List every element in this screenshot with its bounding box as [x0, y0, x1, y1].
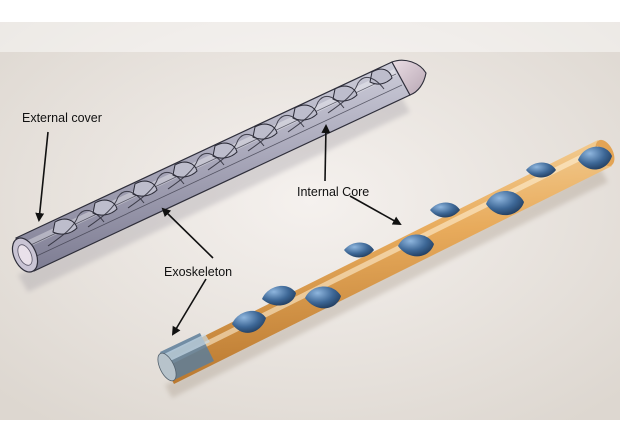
exoskeleton-discs [232, 146, 612, 333]
internal-core-label: Internal Core [297, 185, 369, 199]
internal-core-arrow-down [349, 195, 402, 225]
exoskeleton-label: Exoskeleton [164, 265, 232, 279]
core-rod-end [157, 352, 177, 382]
exoskeleton-arrow-up [161, 207, 214, 259]
rod-tip [391, 59, 427, 96]
internal-core-arrow-up [321, 124, 331, 182]
transparent-rod [11, 59, 427, 292]
core-rod [157, 139, 615, 398]
exoskeleton-spiral [52, 68, 393, 235]
annotation-arrows [35, 124, 402, 336]
background-top-fade [0, 22, 620, 52]
external-cover-arrow [35, 131, 49, 222]
exoskeleton-arrow-down [171, 278, 207, 336]
external-cover-label: External cover [22, 111, 102, 125]
